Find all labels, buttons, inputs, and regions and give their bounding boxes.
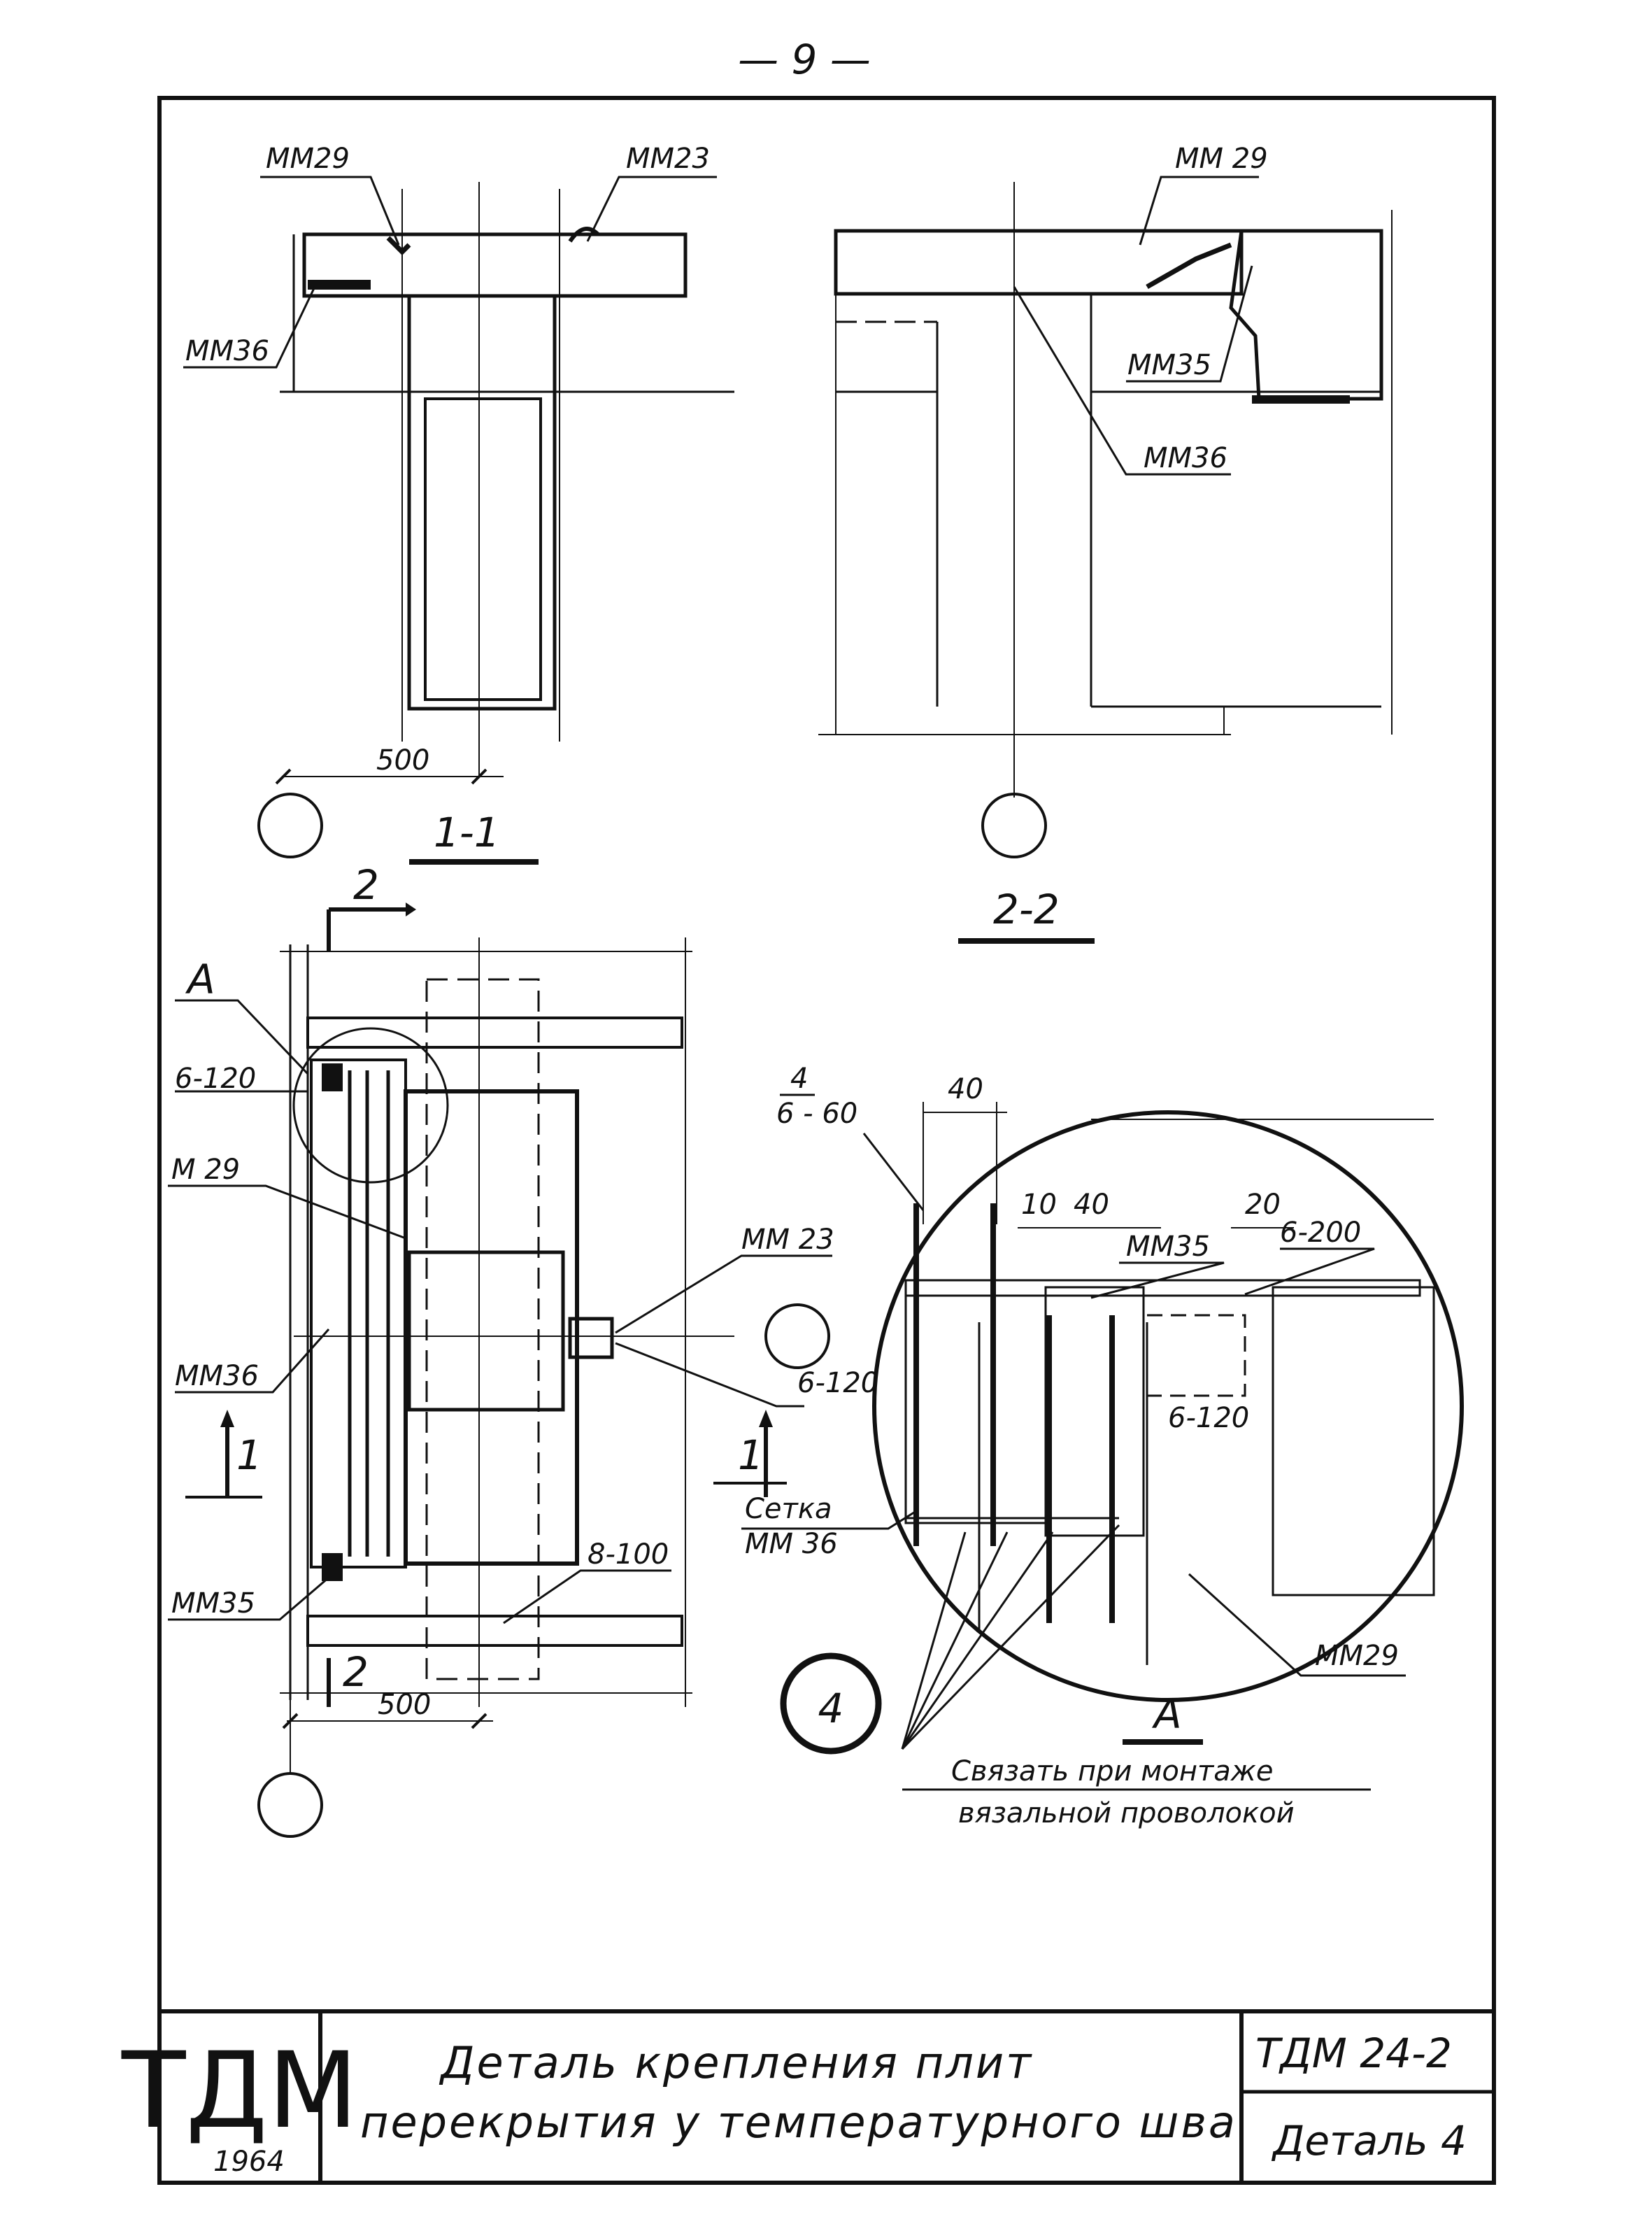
cut-mark-1-left: 1: [236, 1431, 262, 1479]
detail-a-title: А: [1151, 1690, 1182, 1738]
slab-2-2: [834, 229, 1244, 296]
label-setka: Сетка: [745, 1493, 832, 1525]
dim-40-top: 40: [948, 1073, 983, 1105]
dimension-500-1-1: 500: [376, 744, 429, 777]
section-title-2-2: 2-2: [993, 886, 1060, 933]
dim-10: 10: [1021, 1189, 1057, 1221]
column-core-hatch: [424, 397, 542, 701]
cut-mark-2-bottom: 2: [343, 1648, 369, 1696]
label-4-over-6-60: 4: [790, 1063, 808, 1095]
detail-a: 4 6 - 60 40 10 40 20 ММ35 6-200 6-120 6-…: [741, 1063, 1464, 1829]
label-m29-plan: М 29: [171, 1154, 240, 1186]
plan-column: [404, 1089, 579, 1566]
label-mm23-1-1: ММ23: [626, 143, 710, 175]
page-number: — 9 —: [738, 36, 871, 83]
drawing-title-line-1: Деталь крепления плит: [439, 2037, 1033, 2088]
dim-40: 40: [1074, 1189, 1109, 1221]
label-mm29-2-2: ММ 29: [1175, 143, 1268, 175]
cut-mark-2-top: 2: [353, 861, 379, 909]
label-mm35-2-2: ММ35: [1127, 349, 1211, 381]
section-title-1-1: 1-1: [434, 809, 500, 856]
plan-core-hatch: [407, 1250, 565, 1412]
section-1-1: ММ29 ММ23 ММ36 500 1-1: [183, 143, 734, 865]
title-block: ТДМ 1964 Деталь крепления плит перекрыти…: [121, 2009, 1494, 2183]
axis-bubble-2-2: [981, 793, 1047, 858]
label-6-120-detail-right: 6-120: [1168, 1402, 1249, 1434]
label-mm35-plan: ММ35: [171, 1587, 255, 1620]
label-mm29-1-1: ММ29: [266, 143, 350, 175]
plan-view: 2 2 1 1 А 6-120 М 29 ММ 23 ММ36 ММ35 8-1…: [168, 861, 834, 1838]
detail-number-circle: [780, 1652, 882, 1755]
year: 1964: [213, 2146, 285, 2178]
label-6-120-plan: 6-120: [175, 1063, 256, 1095]
sheet-frame: [157, 96, 1496, 2185]
label-mm23-plan: ММ 23: [741, 1224, 834, 1256]
column-1-1: [407, 294, 557, 711]
axis-bubble-plan-bottom: [257, 1772, 323, 1838]
joint-fill-2-2: [1229, 229, 1383, 401]
label-8-100-plan: 8-100: [588, 1538, 669, 1571]
callout-a-label: А: [185, 956, 215, 1003]
dimension-500-plan: 500: [378, 1689, 431, 1721]
callout-circle-a: [292, 1027, 449, 1184]
axis-bubble-1-1: [257, 793, 323, 858]
detail-a-circle: [872, 1110, 1464, 1702]
logo-tdm: ТДМ: [121, 2030, 358, 2152]
note-line-2: вязальной проволокой: [958, 1797, 1295, 1829]
detail-number: 4: [818, 1685, 844, 1732]
label-mm36-1-1: ММ36: [185, 335, 269, 367]
label-6-60: 6 - 60: [776, 1098, 857, 1130]
label-6-120-detail-left: 6-120: [797, 1367, 878, 1399]
label-mm36-plan: ММ36: [175, 1360, 259, 1392]
drawing-code: ТДМ 24-2: [1255, 2030, 1452, 2077]
dim-20: 20: [1245, 1189, 1281, 1221]
label-mm29-detail: ММ29: [1315, 1640, 1399, 1672]
section-2-2: ММ 29 ММ35 ММ36 2-2: [818, 143, 1393, 944]
note-line-1: Связать при монтаже: [951, 1755, 1273, 1787]
sheet-label: Деталь 4: [1271, 2117, 1467, 2165]
cut-mark-1-right: 1: [738, 1431, 764, 1479]
label-setka-mm36: ММ 36: [745, 1528, 838, 1560]
drawing-title-line-2: перекрытия у температурного шва: [360, 2097, 1237, 2148]
label-mm35-detail: ММ35: [1126, 1231, 1210, 1263]
label-6-200: 6-200: [1280, 1217, 1361, 1249]
axis-bubble-plan-right: [764, 1303, 830, 1369]
label-mm36-2-2: ММ36: [1144, 442, 1227, 474]
